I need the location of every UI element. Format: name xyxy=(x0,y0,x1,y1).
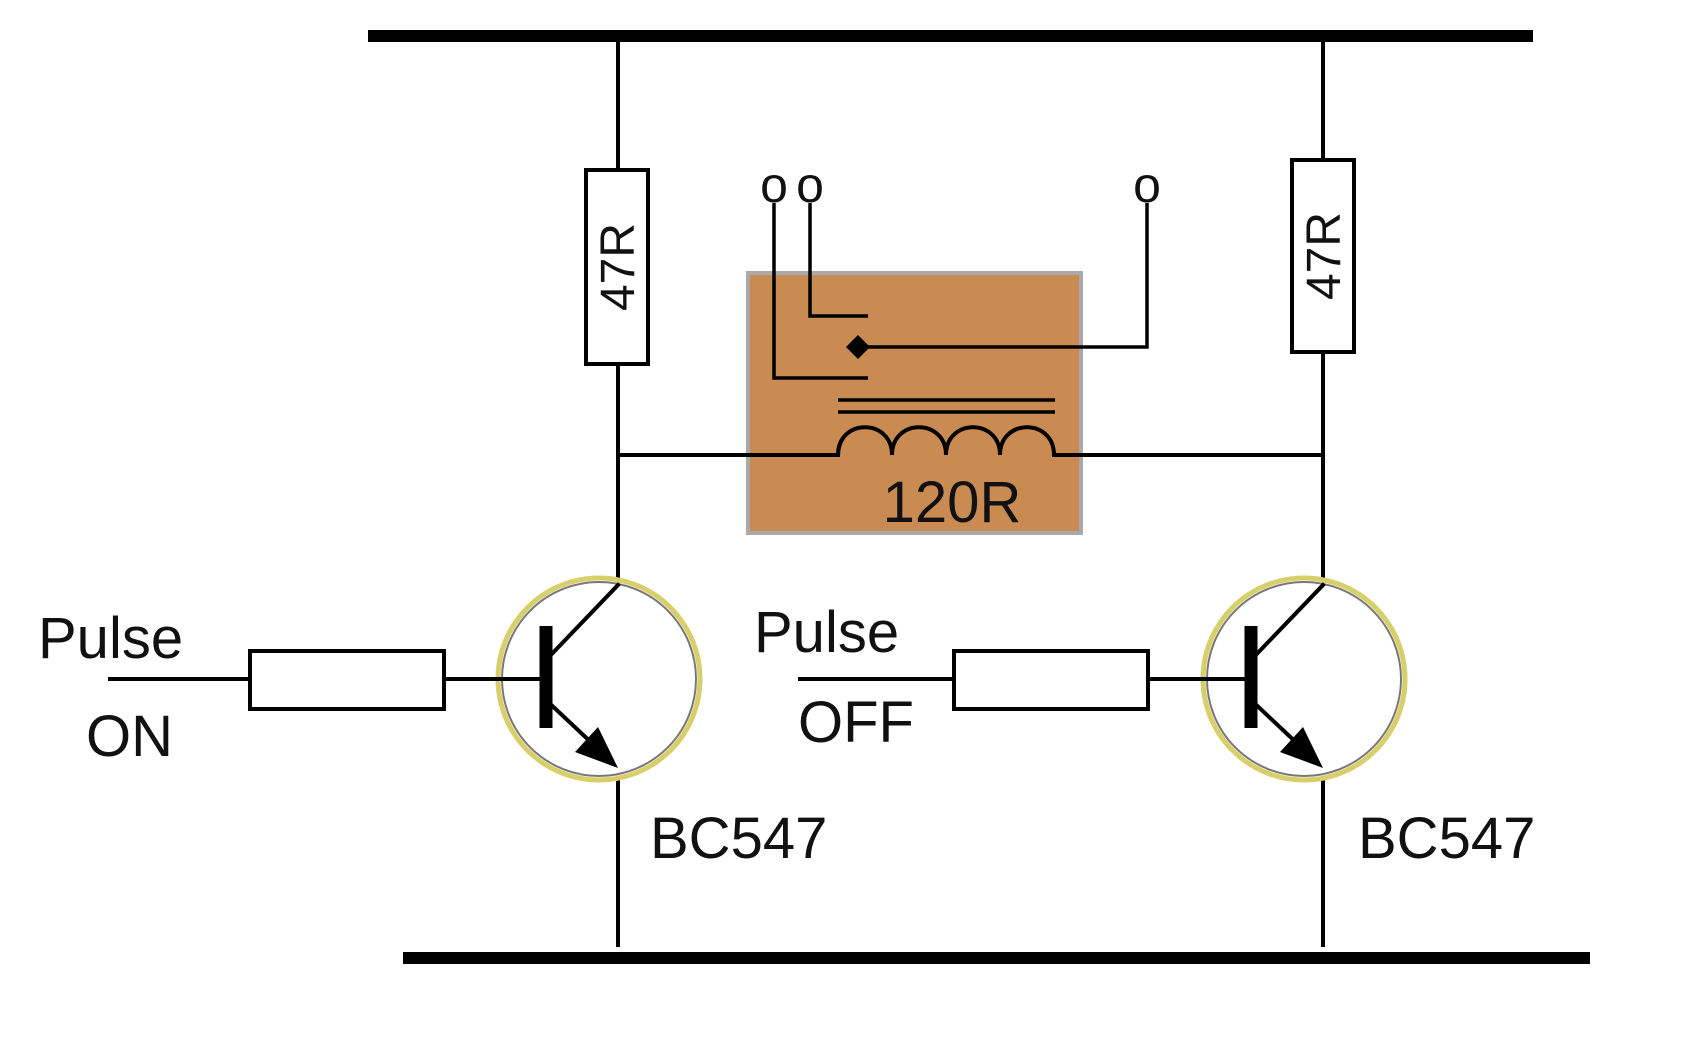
contact-no-wire xyxy=(808,203,868,318)
contact-nc-wire xyxy=(772,203,868,380)
pulse-off-label-line1: Pulse xyxy=(754,600,899,665)
contact-terminal-3: o xyxy=(1133,157,1161,213)
pulse-off-label-line2: OFF xyxy=(798,690,914,755)
relay-coil-label: 120R xyxy=(883,470,1022,535)
right-collector-lead xyxy=(1248,582,1326,663)
left-base-resistor xyxy=(108,649,446,711)
relay: 120R xyxy=(616,203,1325,535)
relay-body xyxy=(746,271,1083,535)
right-npn-transistor xyxy=(1144,575,1408,783)
right-transistor-label: BC547 xyxy=(1358,806,1535,871)
contact-common-wire xyxy=(858,203,1149,349)
left-emitter-arrow-icon xyxy=(575,727,618,768)
contact-terminal-1: o xyxy=(760,157,788,213)
left-resistor-label: 47R xyxy=(592,223,645,311)
right-emitter-arrow-icon xyxy=(1280,727,1323,768)
contact-pivot-icon xyxy=(846,335,870,359)
left-transistor-label: BC547 xyxy=(650,806,827,871)
relay-coil-icon xyxy=(835,425,1074,458)
pulse-on-label-line1: Pulse xyxy=(38,606,183,671)
right-base-resistor xyxy=(798,649,1150,711)
left-47r-resistor: 47R xyxy=(584,168,650,366)
right-resistor-label: 47R xyxy=(1298,212,1351,300)
contact-terminal-2: o xyxy=(796,157,824,213)
left-collector-lead xyxy=(543,582,621,663)
pulse-on-label-line2: ON xyxy=(86,704,173,769)
right-47r-resistor: 47R xyxy=(1290,158,1356,354)
left-npn-transistor xyxy=(444,575,703,783)
